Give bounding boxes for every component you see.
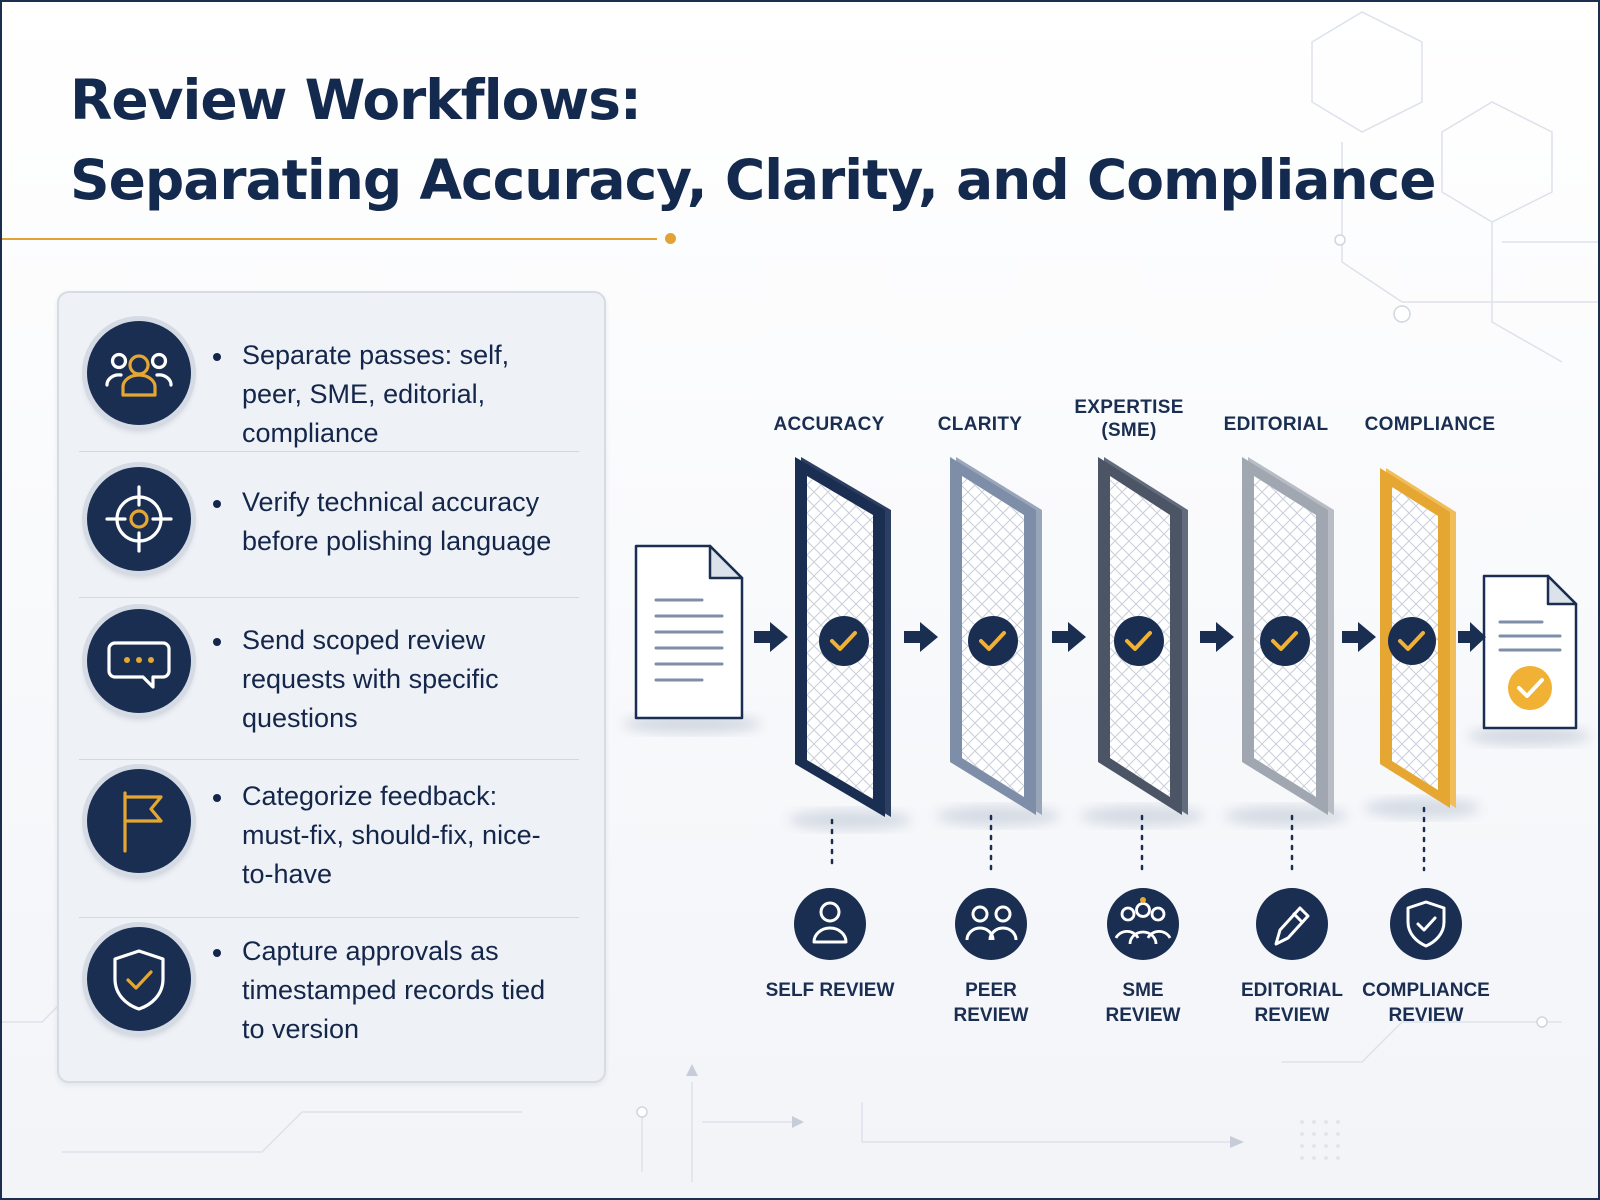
panel-item-text: Categorize feedback: must-fix, should-fi…	[242, 781, 541, 889]
stage-label-clarity: CLARITY	[937, 414, 1023, 435]
pencil-icon	[1256, 888, 1328, 960]
stage-label-accuracy: ACCURACY	[773, 414, 885, 435]
two-people-icon	[955, 888, 1027, 960]
stage-label-editorial: EDITORIAL	[1223, 414, 1329, 435]
page-title: Review Workflows: Separating Accuracy, C…	[70, 60, 1437, 220]
bullet-dot	[213, 794, 221, 802]
shield-check-icon	[87, 927, 191, 1031]
accuracy-filter-gate	[788, 457, 912, 830]
reviewer-label-editorial: EDITORIAL REVIEW	[1240, 980, 1344, 1026]
flow-arrows	[754, 622, 1486, 652]
panel-item-text: Separate passes: self, peer, SME, editor…	[242, 340, 510, 448]
panel-item-text: Capture approvals as timestamped records…	[242, 936, 546, 1044]
stage-label-compliance: COMPLIANCE	[1364, 414, 1496, 435]
title-underline-dot	[665, 233, 676, 244]
approved-document-icon	[1467, 574, 1591, 745]
input-document-icon	[622, 544, 762, 733]
page-title-line1: Review Workflows:	[70, 68, 642, 132]
bullet-dot	[213, 500, 221, 508]
panel-divider	[79, 759, 579, 760]
panel-item-text: Send scoped review requests with specifi…	[242, 625, 499, 733]
clarity-filter-gate	[936, 457, 1060, 826]
person-icon	[794, 888, 866, 960]
reviewer-label-sme: SME REVIEW	[1105, 980, 1181, 1026]
panel-divider	[79, 597, 579, 598]
users-group-icon	[87, 321, 191, 425]
bullet-dot	[213, 353, 221, 361]
panel-divider	[79, 451, 579, 452]
chat-bubble-icon	[87, 609, 191, 713]
compliance-filter-gate	[1364, 468, 1480, 818]
panel-item-text: Verify technical accuracy before polishi…	[242, 487, 552, 556]
bullet-dot	[213, 949, 221, 957]
panel-divider	[79, 917, 579, 918]
principles-panel: Separate passes: self, peer, SME, editor…	[57, 291, 606, 1083]
editorial-filter-gate	[1224, 457, 1348, 826]
reviewer-label-peer: PEER REVIEW	[953, 980, 1029, 1026]
flag-icon	[87, 769, 191, 873]
shield-check-icon	[1390, 888, 1462, 960]
expertise-filter-gate	[1080, 457, 1204, 826]
title-underline	[2, 238, 657, 240]
group-icon	[1107, 888, 1179, 960]
crosshair-target-icon	[87, 467, 191, 571]
bullet-dot	[213, 638, 221, 646]
page-title-line2: Separating Accuracy, Clarity, and Compli…	[70, 148, 1437, 212]
reviewer-label-self: SELF REVIEW	[765, 980, 895, 1001]
stage-label-expertise: EXPERTISE (SME)	[1074, 397, 1184, 441]
reviewer-label-compliance: COMPLIANCE REVIEW	[1362, 980, 1490, 1026]
